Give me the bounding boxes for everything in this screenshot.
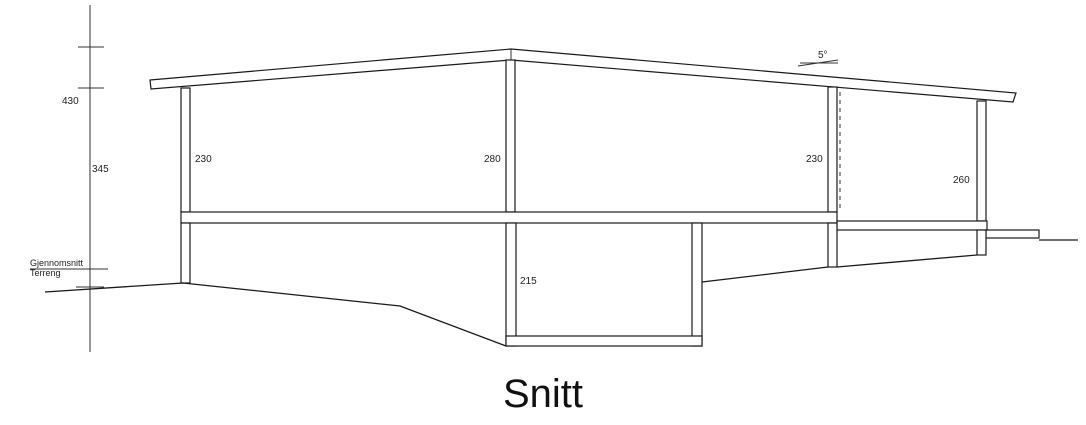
terrain-right <box>836 254 978 268</box>
center-wall-upper <box>505 59 516 213</box>
left-wall-lower <box>180 222 191 284</box>
right-inner-wall-upper <box>827 86 838 213</box>
terrain-label-line1: Gjennomsnitt <box>30 258 84 268</box>
dim-wall-height: 345 <box>92 164 109 175</box>
right-outer-wall-lower <box>976 229 987 256</box>
dim-basement: 215 <box>520 276 537 287</box>
terrain-left <box>44 282 507 347</box>
roof-pitch-label: 5° <box>818 50 828 61</box>
terrace-slab <box>836 220 988 231</box>
left-wall-upper <box>180 87 191 213</box>
roof-slab <box>149 48 1017 103</box>
drawing-caption: Snitt <box>502 372 584 416</box>
dim-left-wall: 230 <box>195 154 212 165</box>
basement-wall-left <box>505 222 517 347</box>
basement-wall-right <box>691 222 703 347</box>
section-drawing: 430 345 Gjennomsnitt Terreng 5° 230 280 … <box>30 5 1078 352</box>
terrain-middle <box>701 266 829 283</box>
dim-total-height: 430 <box>62 96 79 107</box>
terrain-label-line2: Terreng <box>30 268 61 278</box>
right-inner-wall-lower <box>827 222 838 268</box>
step-slab <box>985 229 1040 239</box>
floor-slab <box>180 211 838 224</box>
dimension-line <box>76 5 104 352</box>
dim-center-wall: 280 <box>484 154 501 165</box>
dim-right-inner-wall: 230 <box>806 154 823 165</box>
right-outer-wall <box>976 100 987 222</box>
dim-right-outer-wall: 260 <box>953 175 970 186</box>
basement-floor <box>505 335 703 347</box>
roof-pitch-indicator <box>797 59 839 67</box>
